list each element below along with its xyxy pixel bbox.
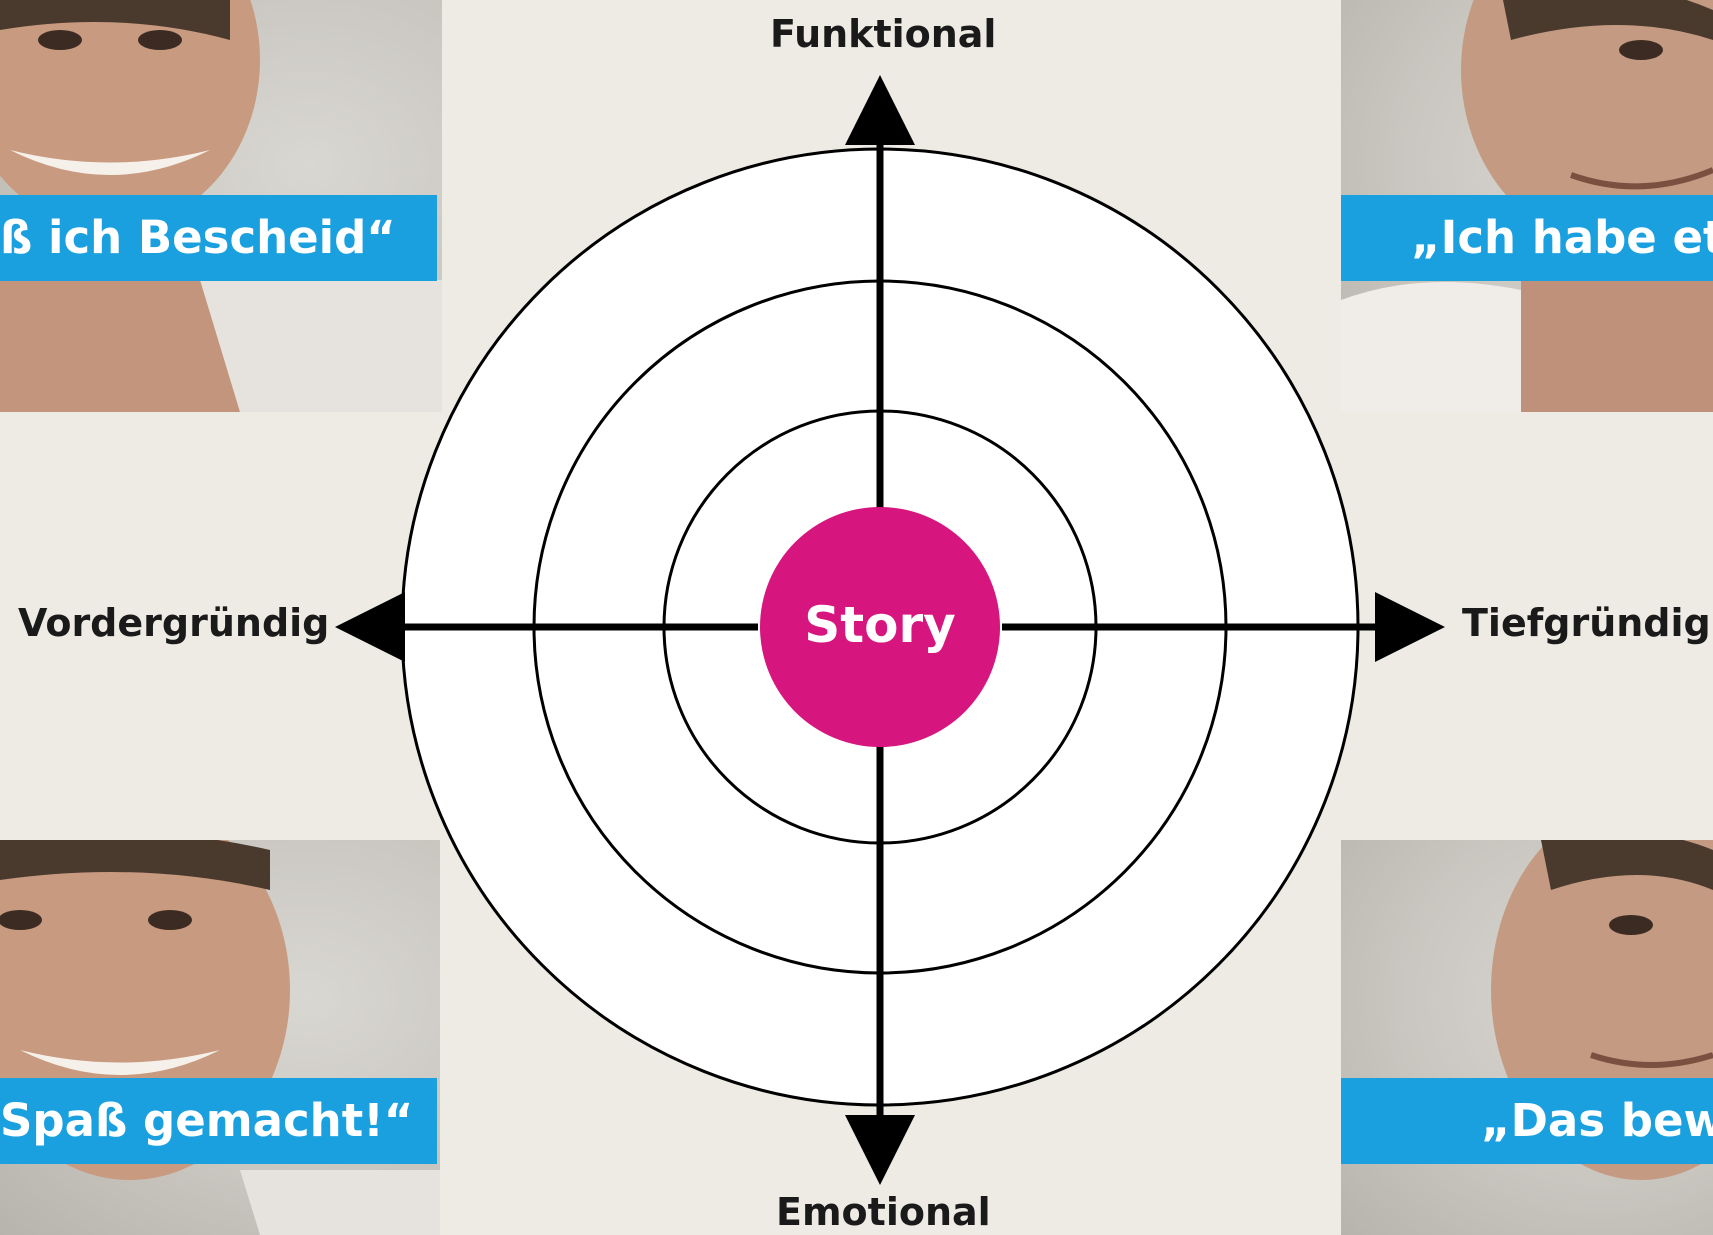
caption-top-left: ß ich Bescheid“ — [0, 195, 437, 281]
axis-label-top: Funktional — [770, 12, 997, 56]
caption-top-right: „Ich habe et — [1341, 195, 1713, 281]
caption-top-left-text: ß ich Bescheid“ — [0, 211, 396, 264]
story-center-label: Story — [804, 596, 956, 654]
axis-label-right: Tiefgründig — [1462, 601, 1711, 645]
smirking-man-image — [1341, 0, 1713, 412]
axis-label-left: Vordergründig — [18, 601, 330, 645]
photo-bottom-right — [1341, 840, 1713, 1235]
caption-top-right-text: „Ich habe et — [1411, 211, 1713, 264]
story-center-circle — [760, 507, 1000, 747]
axis-label-bottom: Emotional — [776, 1190, 991, 1234]
photo-top-left — [0, 0, 442, 412]
caption-bottom-right: „Das bew — [1341, 1078, 1713, 1164]
smiling-man-image — [0, 0, 442, 412]
caption-bottom-left-text: Spaß gemacht!“ — [0, 1094, 414, 1147]
caption-bottom-left: Spaß gemacht!“ — [0, 1078, 437, 1164]
caption-bottom-right-text: „Das bew — [1481, 1094, 1713, 1147]
